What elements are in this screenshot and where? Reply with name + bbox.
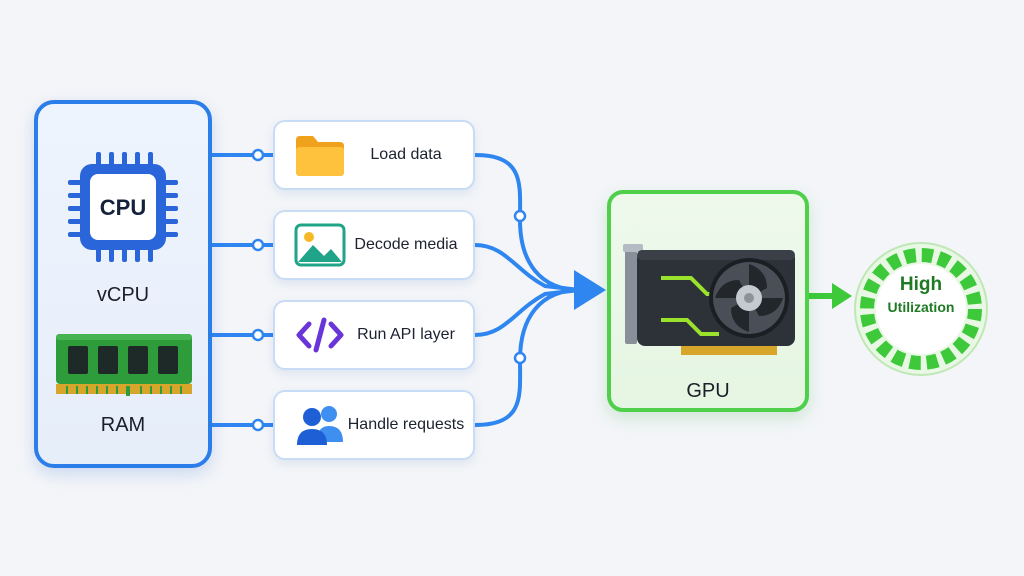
task-load-data: Load data bbox=[273, 120, 475, 190]
utilization-line2: Utilization bbox=[887, 299, 955, 315]
arrow-to-utilization bbox=[832, 283, 852, 309]
connector-decode-media-to-gpu bbox=[473, 243, 582, 292]
image-icon bbox=[294, 223, 346, 267]
cpu-chip-icon: CPU bbox=[68, 152, 178, 262]
task-run-api-layer: Run API layer bbox=[273, 300, 475, 370]
arrow-to-gpu bbox=[574, 270, 606, 310]
users-icon bbox=[297, 406, 343, 445]
utilization-ring-icon bbox=[854, 242, 988, 376]
task-decode-media: Decode media bbox=[273, 210, 475, 280]
cpu-chip-text: CPU bbox=[100, 195, 146, 220]
junction-dot bbox=[251, 148, 265, 162]
utilization-badge: High Utilization bbox=[852, 240, 990, 378]
junction-dot bbox=[251, 238, 265, 252]
gpu-panel: GPU bbox=[607, 190, 809, 412]
gpu-card-icon bbox=[623, 244, 795, 355]
task-label: Handle requests bbox=[347, 416, 465, 433]
ram-label: RAM bbox=[100, 414, 146, 436]
connector-handle-requests-to-gpu bbox=[473, 288, 582, 427]
gpu-label: GPU bbox=[686, 380, 730, 402]
task-label: Load data bbox=[370, 146, 442, 163]
cpu-label: vCPU bbox=[96, 284, 150, 306]
junction-dot bbox=[251, 418, 265, 432]
code-icon bbox=[296, 317, 344, 353]
junction-dot bbox=[251, 328, 265, 342]
task-label: Run API layer bbox=[357, 326, 455, 343]
task-handle-requests: Handle requests bbox=[273, 390, 475, 460]
ram-icon bbox=[56, 334, 192, 396]
utilization-line1: High bbox=[899, 274, 943, 295]
junction-dot bbox=[513, 351, 527, 365]
host-panel: CPU vCPU RAM bbox=[34, 100, 212, 468]
task-label: Decode media bbox=[354, 236, 458, 253]
connector-load-data-to-gpu bbox=[473, 153, 582, 292]
folder-icon bbox=[296, 136, 344, 176]
junction-dot bbox=[513, 209, 527, 223]
connector-run-api-to-gpu bbox=[473, 288, 582, 337]
